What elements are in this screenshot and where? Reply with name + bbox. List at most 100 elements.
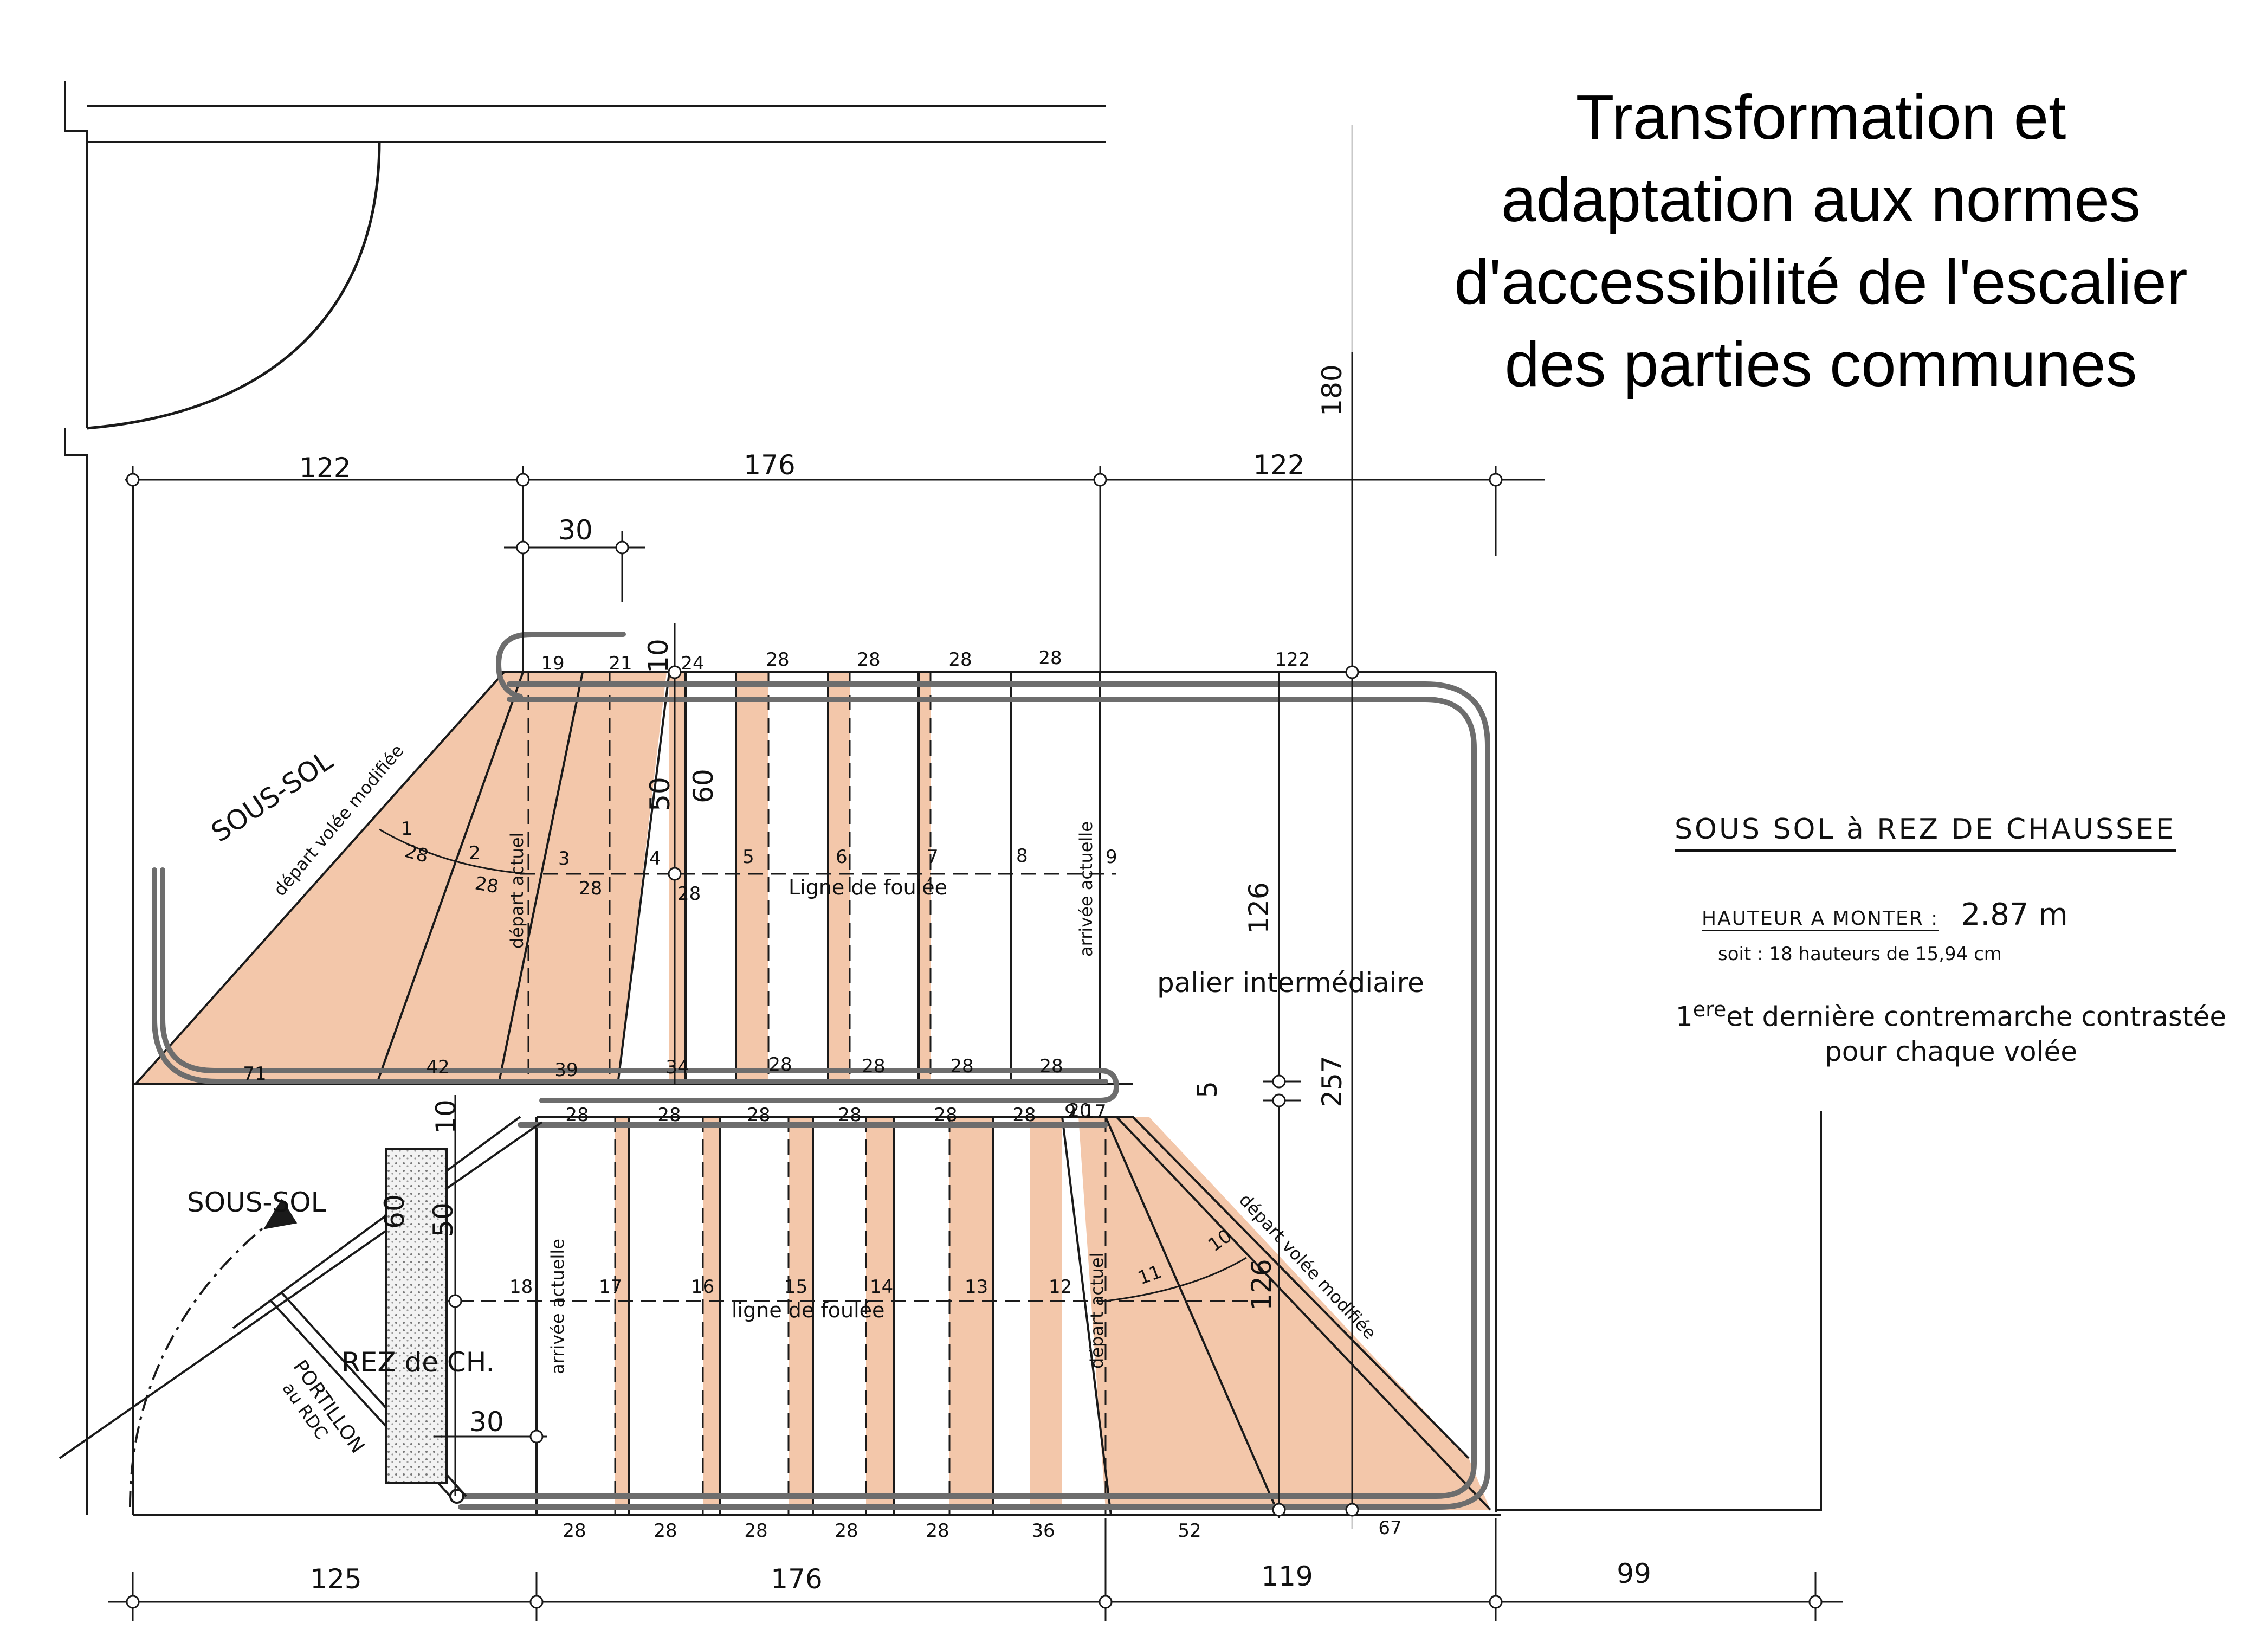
lower-bottom-28d: 28 bbox=[835, 1520, 858, 1542]
dim-point bbox=[668, 665, 682, 679]
lower-bottom-52: 52 bbox=[1178, 1520, 1201, 1542]
label-sous-sol-lower: SOUS-SOL bbox=[187, 1187, 326, 1218]
upper-winder-area bbox=[135, 672, 667, 1084]
upper-step-6: 6 bbox=[836, 846, 848, 868]
upper-step-7: 7 bbox=[927, 846, 939, 868]
lower-gate bbox=[59, 1116, 543, 1508]
dim-point bbox=[516, 473, 530, 487]
lower-top-28a: 28 bbox=[565, 1104, 589, 1126]
upper-bottom-71: 71 bbox=[243, 1063, 266, 1085]
walking-arcs bbox=[379, 828, 1247, 1302]
upper-top-28a: 28 bbox=[766, 649, 789, 671]
lower-tread-band-2 bbox=[703, 1117, 720, 1510]
dim-lower-126: 126 bbox=[1246, 1259, 1277, 1310]
lower-bottom-28a: 28 bbox=[563, 1520, 586, 1542]
dim-point bbox=[1345, 1503, 1359, 1517]
label-ligne-foulee-lower: ligne de foulée bbox=[732, 1298, 884, 1322]
lower-winder-edge bbox=[1132, 1116, 1470, 1459]
lower-bottom-28e: 28 bbox=[926, 1520, 949, 1542]
upper-flight-dashed bbox=[520, 672, 1116, 1084]
upper-walking-arc bbox=[379, 828, 529, 875]
upper-flight-shading bbox=[135, 672, 931, 1084]
label-ligne-foulee-upper: Ligne de foulée bbox=[789, 875, 947, 899]
dim-vertical-180: 180 bbox=[1316, 364, 1348, 416]
upper-tread-band-3 bbox=[919, 672, 931, 1084]
legend-detail: soit : 18 hauteurs de 15,94 cm bbox=[1718, 943, 2002, 965]
lower-flight-lines bbox=[535, 1116, 1491, 1516]
dim-five: 5 bbox=[1192, 1081, 1223, 1098]
dim-point bbox=[126, 1595, 140, 1609]
handrails bbox=[152, 632, 1490, 1510]
door-swing bbox=[86, 141, 381, 430]
upper-tread-band-2 bbox=[828, 672, 850, 1084]
label-depart-actuel-lower: départ actuel bbox=[1087, 1253, 1107, 1369]
lower-top-9: 9 bbox=[1064, 1101, 1076, 1123]
dim-point bbox=[529, 1595, 544, 1609]
label-rez-de-ch: REZ de CH. bbox=[341, 1347, 494, 1378]
upper-top-19: 19 bbox=[541, 653, 564, 674]
upper-step-9: 9 bbox=[1106, 846, 1117, 868]
dim-point bbox=[1345, 665, 1359, 679]
lower-tread-band-6 bbox=[1030, 1117, 1062, 1510]
lower-step-14: 14 bbox=[870, 1276, 893, 1298]
legend-heading: SOUS SOL à REZ DE CHAUSSEE bbox=[1675, 813, 2176, 852]
lower-top-28b: 28 bbox=[657, 1104, 681, 1126]
label-arrivee-upper: arrivée actuelle bbox=[1076, 821, 1096, 957]
dim-point bbox=[1489, 1595, 1503, 1609]
lower-top-28c: 28 bbox=[747, 1104, 770, 1126]
legend-height-row: HAUTEUR A MONTER : 2.87 m bbox=[1702, 897, 2068, 932]
upper-top-28d: 28 bbox=[1038, 647, 1062, 669]
upper-top-28c: 28 bbox=[948, 649, 972, 671]
upper-top-122: 122 bbox=[1275, 649, 1310, 671]
dimension-lines bbox=[108, 352, 1843, 1621]
title-line-2: adaptation aux normes bbox=[1501, 164, 2141, 235]
right-return-wall bbox=[1496, 1111, 1822, 1511]
legend-note-line-1: et dernière contremarche contrastée bbox=[1726, 1001, 2227, 1033]
concrete-column bbox=[385, 1148, 448, 1484]
lower-bottom-28c: 28 bbox=[744, 1520, 767, 1542]
lower-top-28f: 28 bbox=[1012, 1104, 1036, 1126]
dim-lower-10: 10 bbox=[430, 1099, 462, 1134]
lower-top-28d: 28 bbox=[838, 1104, 861, 1126]
lower-top-28e: 28 bbox=[934, 1104, 957, 1126]
lower-bottom-28b: 28 bbox=[654, 1520, 677, 1542]
upper-winder-3 bbox=[617, 672, 670, 1085]
dim-257: 257 bbox=[1316, 1055, 1348, 1107]
dimension-points bbox=[126, 473, 1823, 1609]
upper-bottom-28a: 28 bbox=[768, 1054, 792, 1076]
lower-flight-dashed bbox=[390, 1117, 1279, 1515]
upper-winder-edge bbox=[134, 671, 505, 1085]
lower-bottom-36: 36 bbox=[1031, 1520, 1055, 1542]
drawing-title: Transformation et adaptation aux normes … bbox=[1398, 76, 2244, 405]
upper-going-28b: 28 bbox=[473, 872, 500, 898]
dim-upper-60: 60 bbox=[688, 769, 719, 803]
dim-point bbox=[126, 473, 140, 487]
dim-lower-60: 60 bbox=[379, 1194, 410, 1229]
dim-upper-126: 126 bbox=[1243, 882, 1275, 933]
dim-point bbox=[668, 867, 682, 881]
dim-point bbox=[529, 1429, 544, 1444]
upper-bottom-34: 34 bbox=[665, 1057, 689, 1078]
upper-winder-2 bbox=[497, 672, 584, 1085]
lower-tread-band-4 bbox=[866, 1117, 894, 1510]
lower-bottom-67: 67 bbox=[1378, 1517, 1401, 1539]
left-rail-inner bbox=[152, 867, 1108, 1084]
gate-diagonal bbox=[59, 1121, 543, 1459]
lower-step-15: 15 bbox=[784, 1276, 807, 1298]
lower-winder-10 bbox=[1115, 1116, 1491, 1511]
lower-walking-arc bbox=[1105, 1257, 1247, 1302]
upper-winder-1 bbox=[376, 672, 524, 1085]
dim-top-176: 176 bbox=[744, 449, 795, 481]
lower-tread-band-5 bbox=[949, 1117, 993, 1510]
lower-tread-band-3 bbox=[789, 1117, 813, 1510]
upper-top-24: 24 bbox=[681, 653, 704, 674]
legend-note-prefix: 1 bbox=[1675, 1001, 1693, 1033]
gate-diagonal-2 bbox=[232, 1116, 521, 1329]
upper-top-28b: 28 bbox=[857, 649, 880, 671]
upper-step-8: 8 bbox=[1016, 845, 1028, 867]
left-rail bbox=[160, 867, 1120, 1103]
dim-point bbox=[1272, 1074, 1286, 1089]
gate-arrow bbox=[263, 1199, 298, 1229]
dim-top-30: 30 bbox=[558, 514, 593, 546]
upper-bottom-28b: 28 bbox=[862, 1055, 885, 1077]
